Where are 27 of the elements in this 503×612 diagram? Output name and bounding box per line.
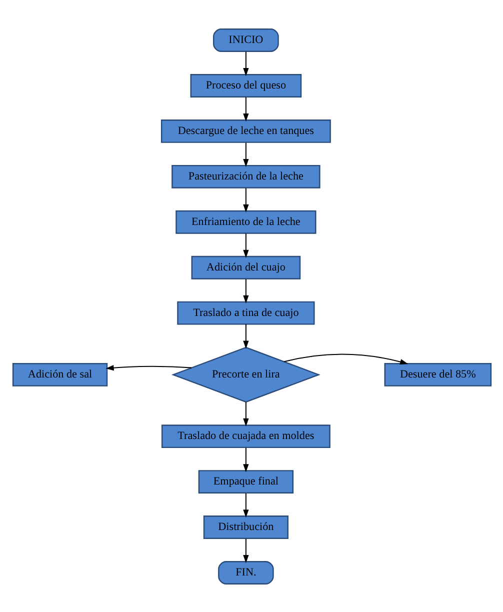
node-box: Enfriamiento de la leche [175, 210, 316, 234]
arrow [242, 96, 248, 122]
arrow [284, 353, 408, 364]
arrow [105, 364, 192, 370]
arrow [242, 233, 248, 258]
node-diamond: Precorte en lira [170, 346, 320, 402]
node-box: Traslado de cuajada en moldes [160, 424, 330, 448]
arrow [242, 188, 248, 212]
node-box: Traslado a tina de cuajo [176, 300, 314, 324]
arrow [242, 278, 248, 303]
arrow [242, 538, 248, 563]
node-box: Distribución [202, 515, 288, 538]
node-box: Descargue de leche en tanques [160, 118, 330, 142]
arrow [242, 447, 248, 472]
arrow [242, 142, 248, 167]
node-box: Empaque final [198, 470, 294, 494]
arrow [242, 51, 248, 76]
node-box: INICIO [212, 28, 278, 52]
node-box: Proceso del queso [190, 74, 302, 97]
node-box: Desuere del 85% [384, 362, 492, 386]
node-box: Adición del cuajo [190, 255, 300, 279]
node-box: FIN. [218, 560, 274, 584]
node-box: Adición de sal [12, 362, 108, 386]
arrow [242, 324, 248, 348]
arrow [242, 402, 248, 426]
node-box: Pasteurización de la leche [171, 164, 320, 188]
arrow [242, 492, 248, 518]
